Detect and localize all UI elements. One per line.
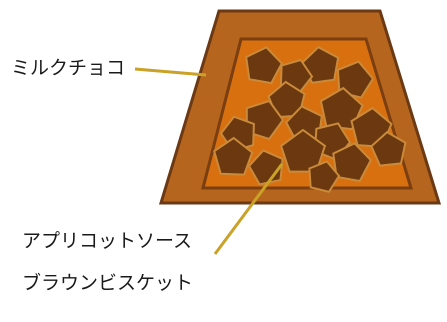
biscuit-piece: [370, 130, 407, 167]
label-apricot-sauce: アプリコットソース: [22, 230, 193, 252]
leader-line-apricot-sauce: [213, 163, 284, 255]
biscuit-piece: [267, 80, 306, 119]
leader-line-milk-chocolate: [134, 67, 207, 77]
biscuit-piece: [245, 46, 284, 85]
biscuit-piece: [213, 136, 254, 176]
biscuit-piece: [245, 99, 285, 141]
biscuit-piece: [279, 128, 327, 173]
label-milk-chocolate: ミルクチョコ: [11, 57, 126, 79]
biscuit-piece: [332, 142, 373, 183]
biscuit-piece: [308, 160, 341, 193]
label-brown-biscuit: ブラウンビスケット: [22, 272, 194, 294]
